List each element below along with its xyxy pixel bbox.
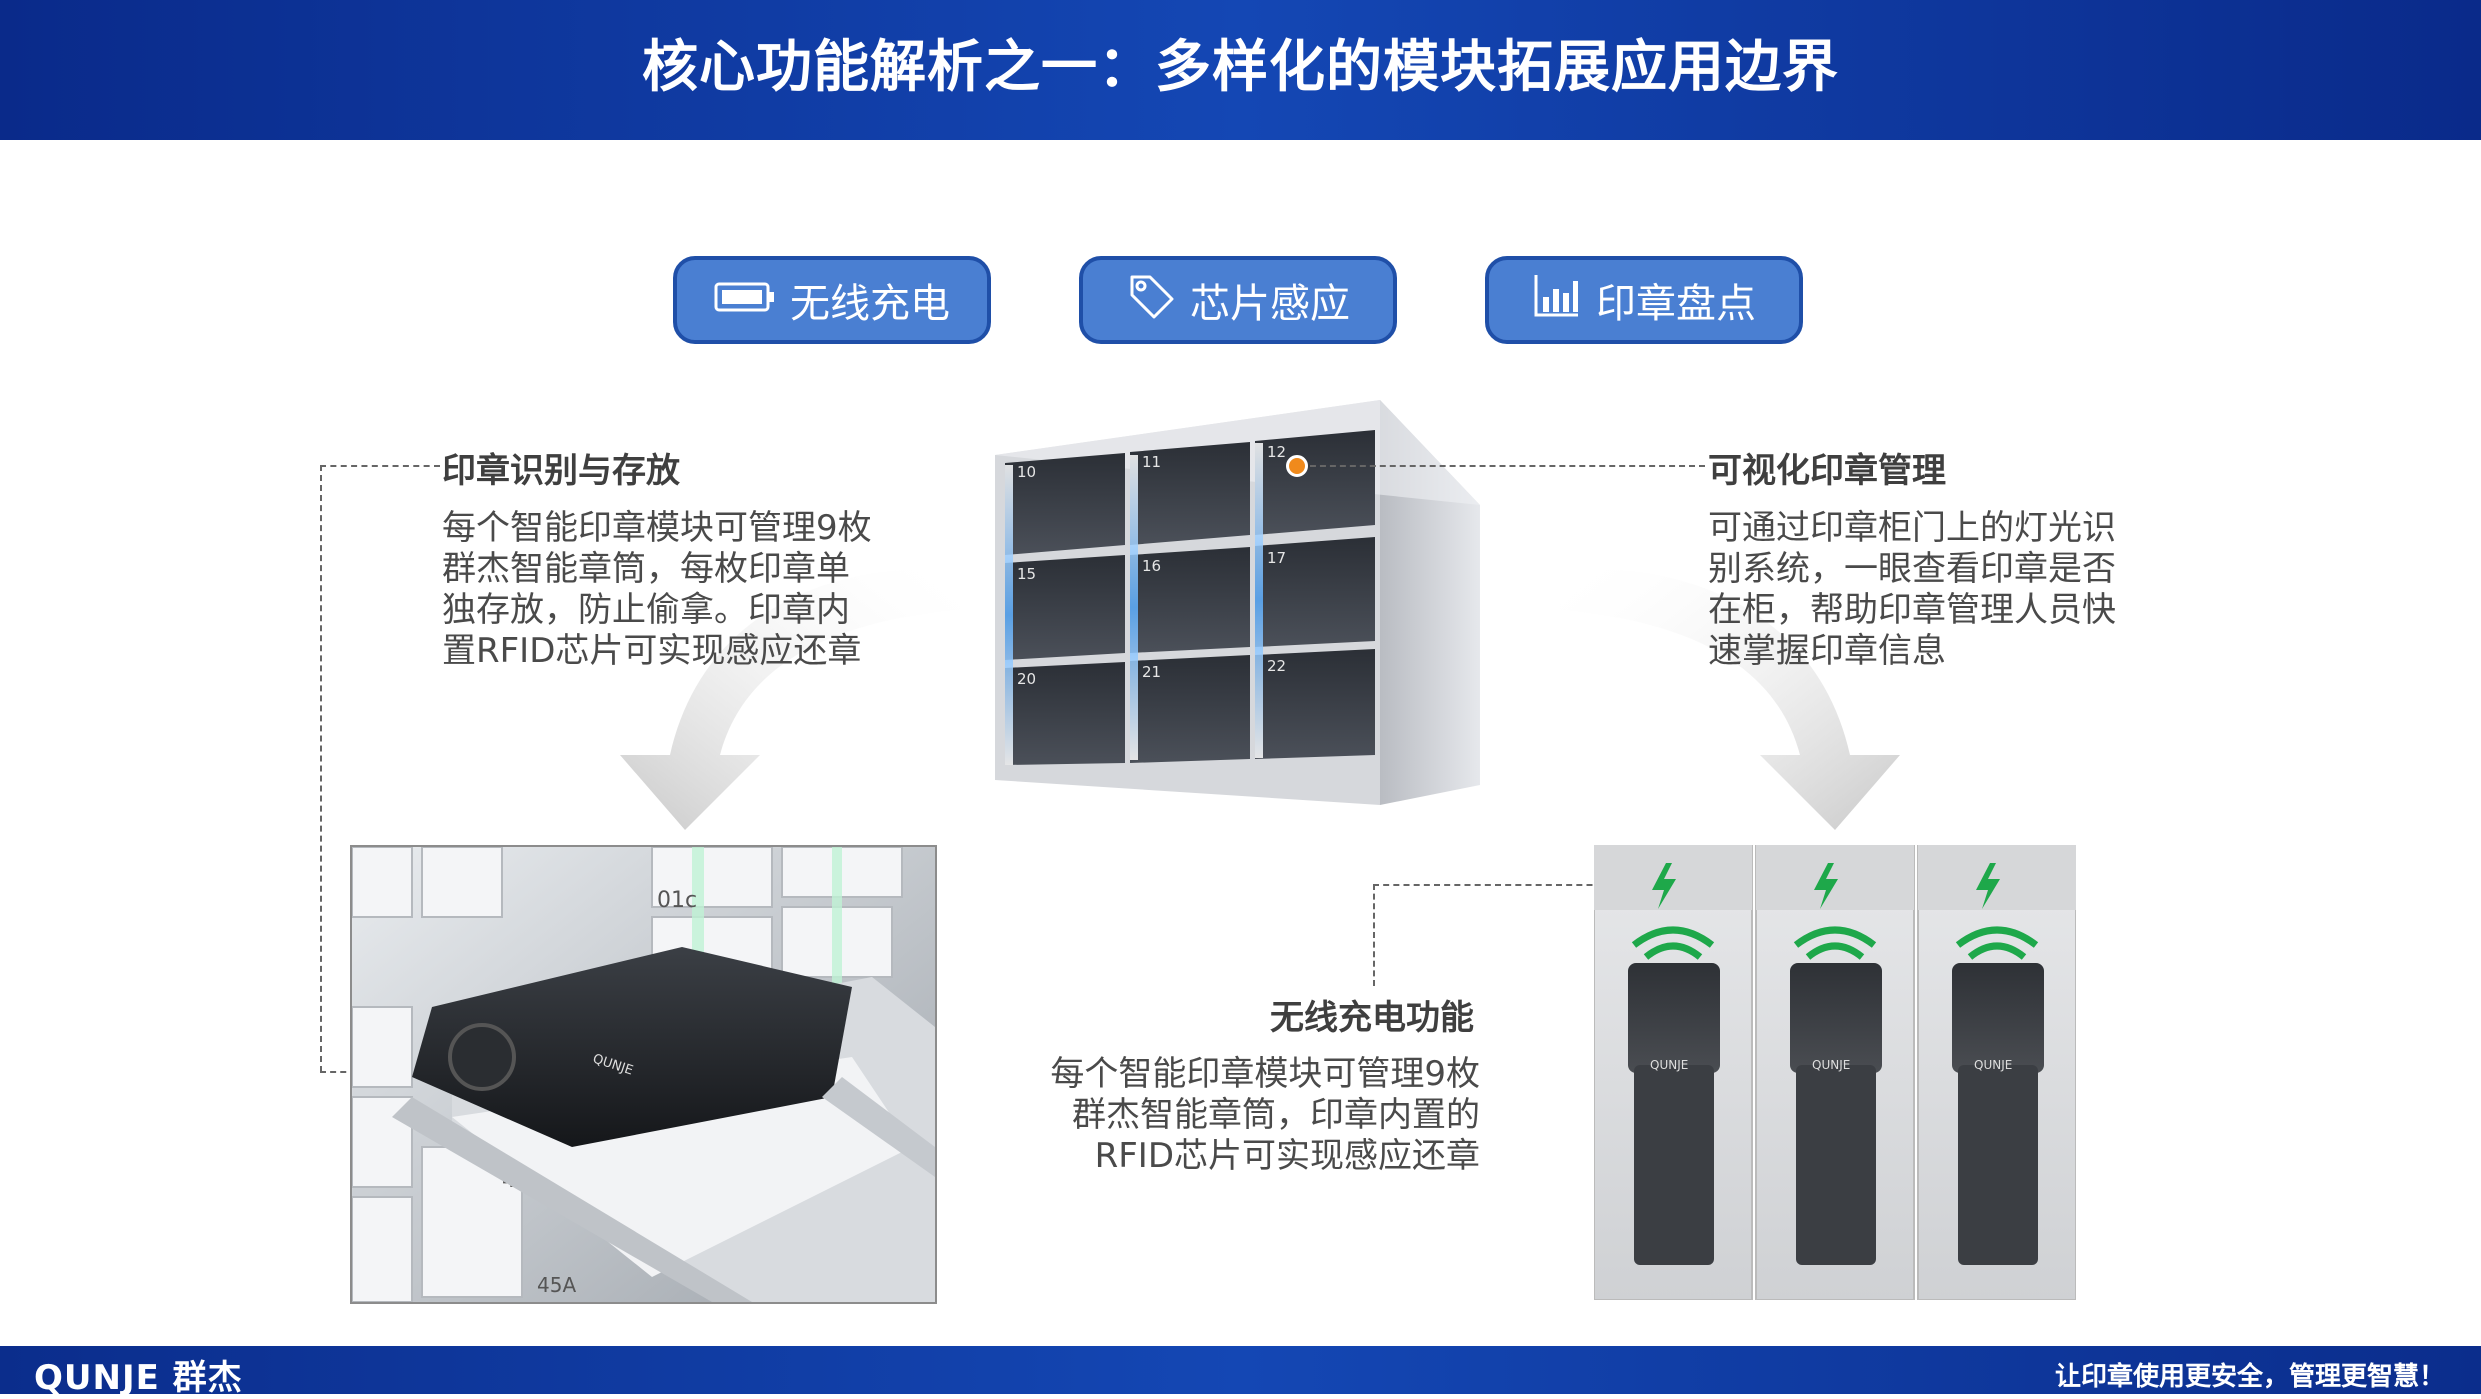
left-block-text: 每个智能印章模块可管理9枚 群杰智能章筒，每枚印章单 独存放，防止偷拿。印章内 …: [442, 508, 872, 671]
feature-label: 无线充电: [790, 281, 950, 327]
locker-label: 45A: [537, 1273, 576, 1297]
cabinet-number: 11: [1142, 453, 1161, 471]
cabinet-number: 20: [1017, 670, 1036, 688]
battery-icon: [714, 277, 776, 323]
cabinet-number: 15: [1017, 565, 1036, 583]
brand-logo: QUNJE 群杰: [34, 1358, 243, 1398]
center-block-text: 每个智能印章模块可管理9枚 群杰智能章筒，印章内置的 RFID芯片可实现感应还章: [1050, 1054, 1480, 1176]
left-block-heading: 印章识别与存放: [442, 451, 680, 491]
locker-label: 01c: [657, 888, 697, 913]
feature-label: 芯片感应: [1190, 281, 1350, 327]
charging-slot-1: QUNJE: [1594, 845, 1753, 1300]
header-bar: [0, 0, 2481, 140]
cabinet-number: 16: [1142, 557, 1161, 575]
cabinet-number: 21: [1142, 663, 1161, 681]
bar-chart-icon: [1532, 271, 1582, 329]
charging-slot-3: QUNJE: [1917, 845, 2076, 1300]
page-title: 核心功能解析之一：多样化的模块拓展应用边界: [642, 35, 1839, 100]
drawer-photo: 01c 42A 45A QUNJE: [350, 845, 937, 1304]
left-curved-arrow: [620, 568, 960, 830]
connector-line: [1300, 465, 1705, 467]
right-block-heading: 可视化印章管理: [1708, 451, 1946, 491]
cabinet-row-1: [1005, 430, 1375, 555]
seal-brand: QUNJE: [1974, 1058, 2012, 1072]
feature-pill-seal-inventory[interactable]: 印章盘点: [1485, 256, 1803, 344]
cabinet-number: 17: [1267, 549, 1286, 567]
charger-photo: QUNJE QUNJE QUNJE: [1594, 845, 2076, 1300]
seal-brand: QUNJE: [1812, 1058, 1850, 1072]
connector-line: [1373, 884, 1375, 986]
charging-slot-2: QUNJE: [1755, 845, 1915, 1300]
right-curved-arrow: [1560, 568, 1900, 830]
center-block-heading: 无线充电功能: [1270, 998, 1474, 1038]
cabinet-number: 12: [1267, 443, 1286, 461]
connector-line: [1373, 884, 1623, 886]
feature-pill-wireless-charging[interactable]: 无线充电: [673, 256, 991, 344]
footer-bar: [0, 1346, 2481, 1394]
feature-pill-chip-sensing[interactable]: 芯片感应: [1079, 256, 1397, 344]
tag-icon: [1126, 271, 1176, 329]
right-block-text: 可通过印章柜门上的灯光识 别系统，一眼查看印章是否 在柜，帮助印章管理人员快 速…: [1708, 508, 2116, 671]
feature-label: 印章盘点: [1596, 281, 1756, 327]
highlight-dot: [1286, 455, 1308, 477]
footer-slogan: 让印章使用更安全，管理更智慧！: [2054, 1362, 2445, 1392]
seal-cabinet-image: 10 11 12 15 16 17 20 21 22: [995, 400, 1480, 805]
connector-line: [320, 465, 322, 1072]
cabinet-number: 10: [1017, 463, 1036, 481]
cabinet-number: 22: [1267, 657, 1286, 675]
seal-brand: QUNJE: [1650, 1058, 1688, 1072]
connector-line: [320, 465, 440, 467]
